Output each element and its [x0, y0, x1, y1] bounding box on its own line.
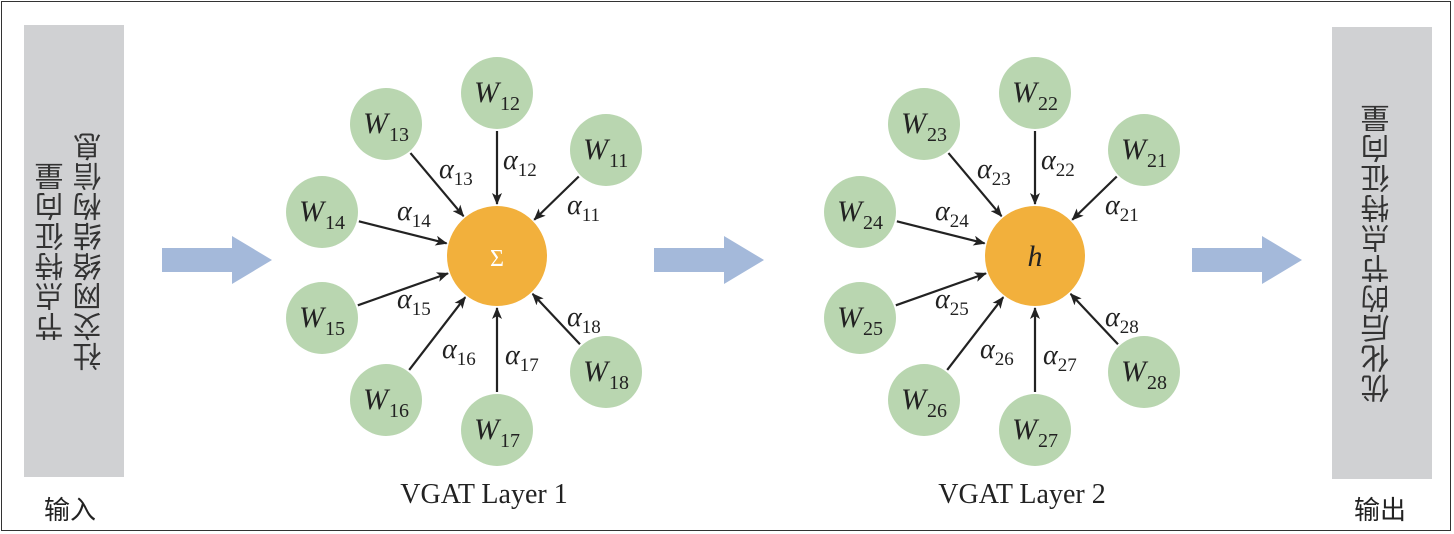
neighbor-node	[1108, 336, 1180, 408]
weight-label: W18	[583, 355, 629, 394]
weight-label: W14	[299, 195, 345, 234]
attention-edge	[409, 152, 465, 217]
attention-coefficient-label: α28	[1105, 302, 1139, 338]
flow-arrow-layer2-to-output	[1192, 236, 1302, 284]
flow-arrow-layer1-to-layer2	[654, 236, 764, 284]
weight-label: W22	[1012, 76, 1058, 115]
attention-coefficient-label: α23	[977, 154, 1011, 190]
attention-coefficient-label: α27	[1043, 340, 1077, 376]
attention-edge	[358, 220, 448, 246]
attention-edge	[895, 272, 987, 307]
input-panel: 节点特征向量 社交网络结构信息	[24, 25, 124, 477]
attention-edge	[946, 296, 1005, 371]
attention-coefficient-label: α24	[935, 196, 969, 232]
attention-coefficient-label: α22	[1041, 145, 1075, 181]
weight-label: W11	[583, 133, 628, 172]
neighbor-node	[999, 394, 1071, 466]
attention-coefficient-label: α12	[503, 145, 537, 181]
attention-edge	[533, 175, 580, 221]
attention-coefficient-label: α26	[980, 334, 1014, 370]
neighbor-node	[461, 57, 533, 129]
aggregation-symbol: h	[1028, 240, 1043, 273]
weight-label: W23	[901, 107, 947, 146]
attention-coefficient-label: α17	[505, 340, 539, 376]
weight-label: W15	[299, 301, 345, 340]
weight-label: W16	[363, 383, 409, 422]
aggregation-node	[447, 206, 547, 306]
attention-edge	[1071, 175, 1118, 221]
weight-label: W13	[363, 107, 409, 146]
attention-coefficient-label: α11	[567, 190, 600, 226]
weight-label: W12	[474, 76, 520, 115]
neighbor-node	[350, 88, 422, 160]
input-caption: 输入	[44, 496, 97, 526]
attention-coefficient-label: α15	[397, 284, 431, 320]
output-caption: 输出	[1354, 496, 1407, 526]
attention-edge	[947, 152, 1003, 217]
neighbor-node	[999, 57, 1071, 129]
attention-coefficient-label: α18	[567, 302, 601, 338]
weight-label: W28	[1121, 355, 1167, 394]
aggregation-symbol: Σ	[490, 246, 504, 272]
attention-edge	[1069, 293, 1119, 346]
attention-coefficient-label: α14	[397, 196, 431, 232]
neighbor-node	[350, 364, 422, 436]
attention-edge	[408, 296, 467, 371]
weight-label: W27	[1012, 413, 1058, 452]
neighbor-node	[888, 364, 960, 436]
aggregation-node	[985, 206, 1085, 306]
attention-coefficient-label: α16	[442, 334, 476, 370]
neighbor-node	[570, 114, 642, 186]
neighbor-node	[1108, 114, 1180, 186]
layer-title: VGAT Layer 2	[938, 479, 1105, 510]
neighbor-node	[888, 88, 960, 160]
neighbor-node	[286, 282, 358, 354]
neighbor-node	[570, 336, 642, 408]
flow-arrow-input-to-layer1	[162, 236, 272, 284]
layer-title: VGAT Layer 1	[400, 479, 567, 510]
weight-label: W26	[901, 383, 947, 422]
attention-edge	[357, 272, 449, 307]
attention-edge	[531, 293, 581, 346]
neighbor-node	[286, 176, 358, 248]
attention-coefficient-label: α21	[1105, 190, 1139, 226]
attention-edge	[896, 220, 986, 246]
weight-label: W25	[837, 301, 883, 340]
neighbor-node	[461, 394, 533, 466]
weight-label: W17	[474, 413, 520, 452]
neighbor-node	[824, 282, 896, 354]
attention-coefficient-label: α13	[439, 154, 473, 190]
attention-coefficient-label: α25	[935, 284, 969, 320]
weight-label: W24	[837, 195, 883, 234]
output-panel: 优化后的节点特征向量	[1332, 27, 1432, 479]
weight-label: W21	[1121, 133, 1167, 172]
neighbor-node	[824, 176, 896, 248]
